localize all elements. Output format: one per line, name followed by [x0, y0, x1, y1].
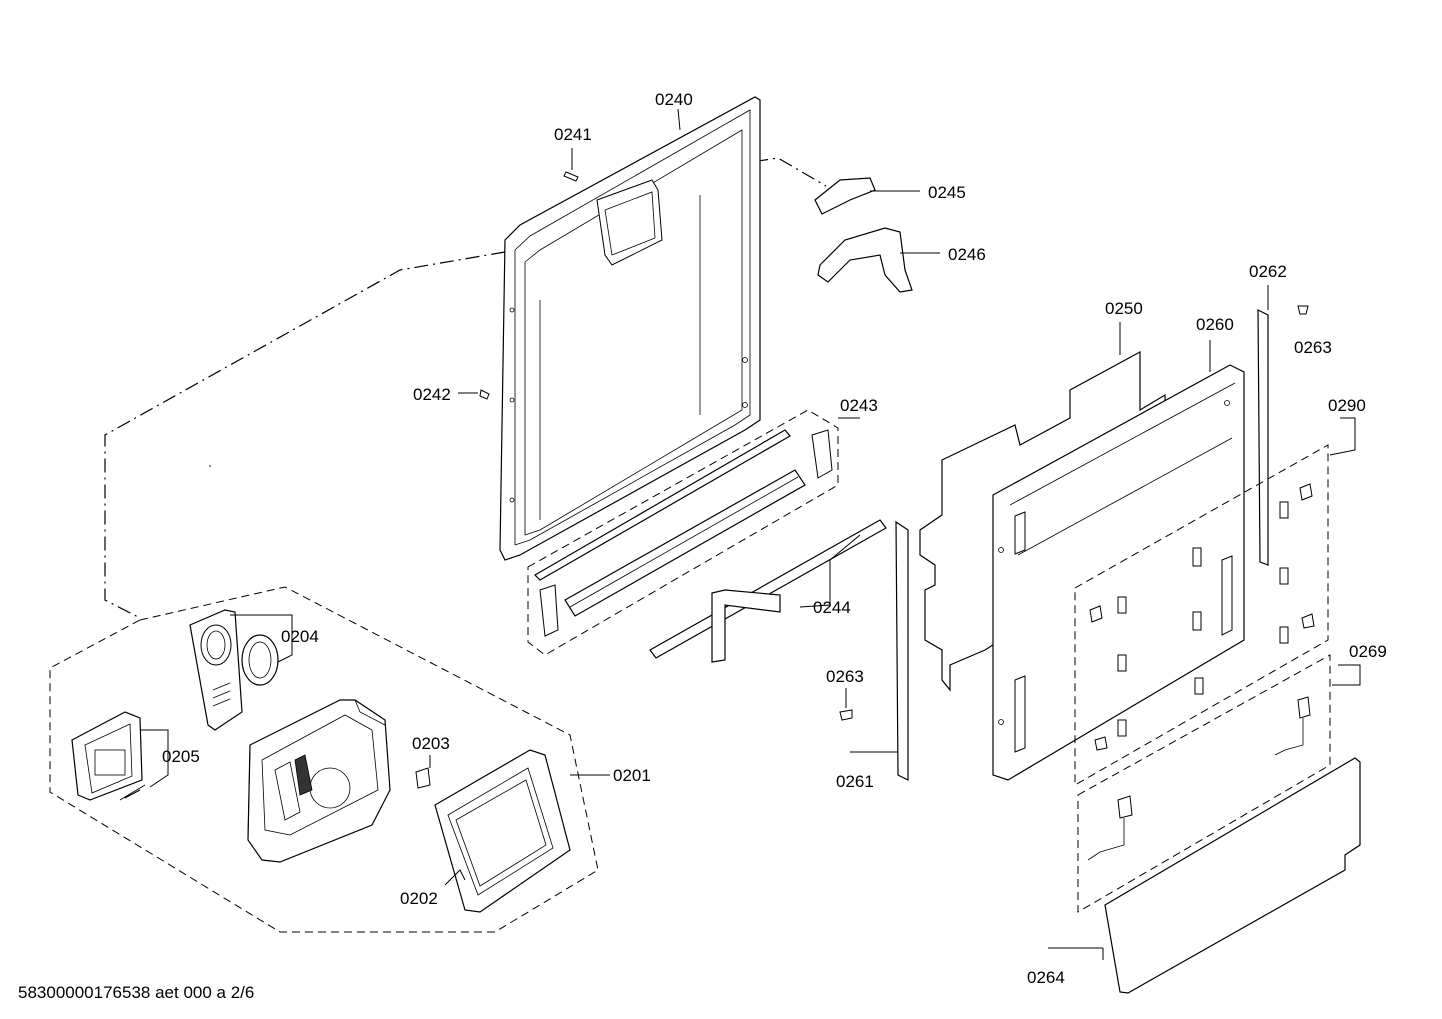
label-0262: 0262: [1249, 262, 1287, 281]
label-0242: 0242: [413, 385, 451, 404]
label-0263-upper: 0263: [1294, 338, 1332, 357]
label-0201: 0201: [613, 766, 651, 785]
control-module: [247, 699, 391, 863]
label-0240: 0240: [655, 90, 693, 109]
control-group-0201: [49, 586, 610, 933]
screw-0241-icon: [563, 148, 579, 182]
side-strip-0262: [1257, 285, 1269, 566]
label-0260: 0260: [1196, 315, 1234, 334]
screw-0263-upper-icon: [1297, 305, 1309, 315]
clip-0203: [415, 755, 431, 789]
label-0269: 0269: [1349, 642, 1387, 661]
label-0241: 0241: [554, 125, 592, 144]
clip-group-0290: [1074, 417, 1356, 786]
latch-bracket-0246: [817, 227, 940, 293]
side-strip-0261: [850, 520, 909, 781]
inner-door-panel: [499, 96, 761, 561]
label-0202: 0202: [400, 889, 438, 908]
hinge-rail-group-0243: [527, 409, 860, 656]
label-0250: 0250: [1105, 299, 1143, 318]
label-0205: 0205: [162, 747, 200, 766]
label-0245: 0245: [928, 183, 966, 202]
label-0244: 0244: [813, 598, 851, 617]
label-0204: 0204: [281, 627, 319, 646]
screw-0242-icon: [458, 389, 490, 400]
label-0243: 0243: [840, 396, 878, 415]
frame-gasket-0202: [434, 749, 571, 913]
door-clip-0245: [814, 177, 920, 215]
label-0246: 0246: [948, 245, 986, 264]
part-labels: 0240 0241 0242 0243 0244 0245 0246 0250 …: [162, 90, 1387, 987]
sensor-group-0269: [1077, 654, 1361, 913]
screw-0263-lower-icon: [839, 688, 853, 721]
module-0205: [71, 711, 169, 801]
front-trim-panel-0264: [1048, 757, 1361, 994]
label-0203: 0203: [412, 734, 450, 753]
label-0290: 0290: [1328, 396, 1366, 415]
label-0264: 0264: [1027, 968, 1065, 987]
label-0263-lower: 0263: [826, 667, 864, 686]
hinge-arm-0244: [649, 519, 887, 663]
document-id: 58300000176538 aet 000 a 2/6: [18, 983, 254, 1002]
stray-dot: [209, 465, 211, 467]
module-housing-0204: [189, 609, 293, 731]
outer-door-panel-0260: [992, 340, 1245, 781]
label-0261: 0261: [836, 772, 874, 791]
